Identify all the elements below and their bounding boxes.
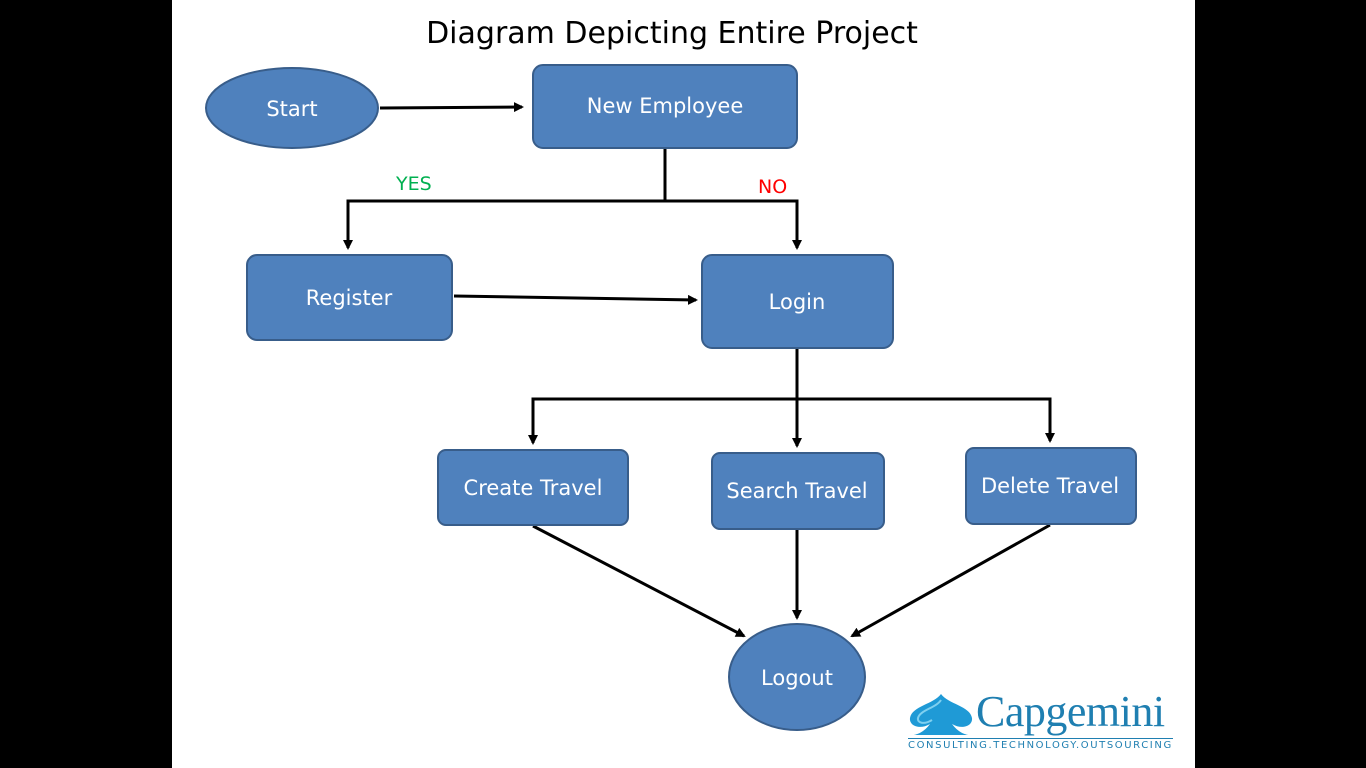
start-label: Start: [266, 97, 317, 121]
edge-delete-to-logout: [850, 523, 1051, 638]
delete-travel-node[interactable]: Delete Travel: [965, 447, 1137, 525]
create-travel-node[interactable]: Create Travel: [437, 449, 629, 526]
edge-no-to-login: [665, 199, 802, 250]
edge-login-to-delete: [797, 397, 1055, 443]
no-label: NO: [758, 176, 787, 198]
logout-node[interactable]: Logout: [728, 623, 866, 731]
edge-create-to-logout: [532, 524, 746, 638]
search-travel-label: Search Travel: [726, 479, 867, 503]
register-label: Register: [306, 286, 393, 310]
search-travel-node[interactable]: Search Travel: [711, 452, 885, 530]
login-node[interactable]: Login: [701, 254, 894, 349]
new-employee-node[interactable]: New Employee: [532, 64, 798, 149]
create-travel-label: Create Travel: [464, 476, 603, 500]
register-node[interactable]: Register: [246, 254, 453, 341]
edge-login-to-create: [528, 397, 797, 445]
capgemini-logo: Capgemini CONSULTING.TECHNOLOGY.OUTSOURC…: [908, 687, 1173, 756]
logout-label: Logout: [761, 666, 833, 690]
connectors: [343, 102, 1055, 638]
edge-yes-to-register: [343, 199, 665, 250]
diagram-title: Diagram Depicting Entire Project: [426, 16, 918, 51]
new-employee-label: New Employee: [587, 94, 744, 118]
logo-tagline: CONSULTING.TECHNOLOGY.OUTSOURCING: [908, 738, 1173, 751]
start-node[interactable]: Start: [205, 67, 379, 149]
delete-travel-label: Delete Travel: [981, 474, 1119, 498]
spade-icon: [909, 694, 973, 735]
logo-wordmark: Capgemini: [976, 687, 1165, 736]
edge-start-to-new-employee: [379, 102, 524, 113]
yes-label: YES: [395, 173, 432, 195]
edge-register-to-login: [453, 294, 698, 305]
login-label: Login: [769, 290, 826, 314]
